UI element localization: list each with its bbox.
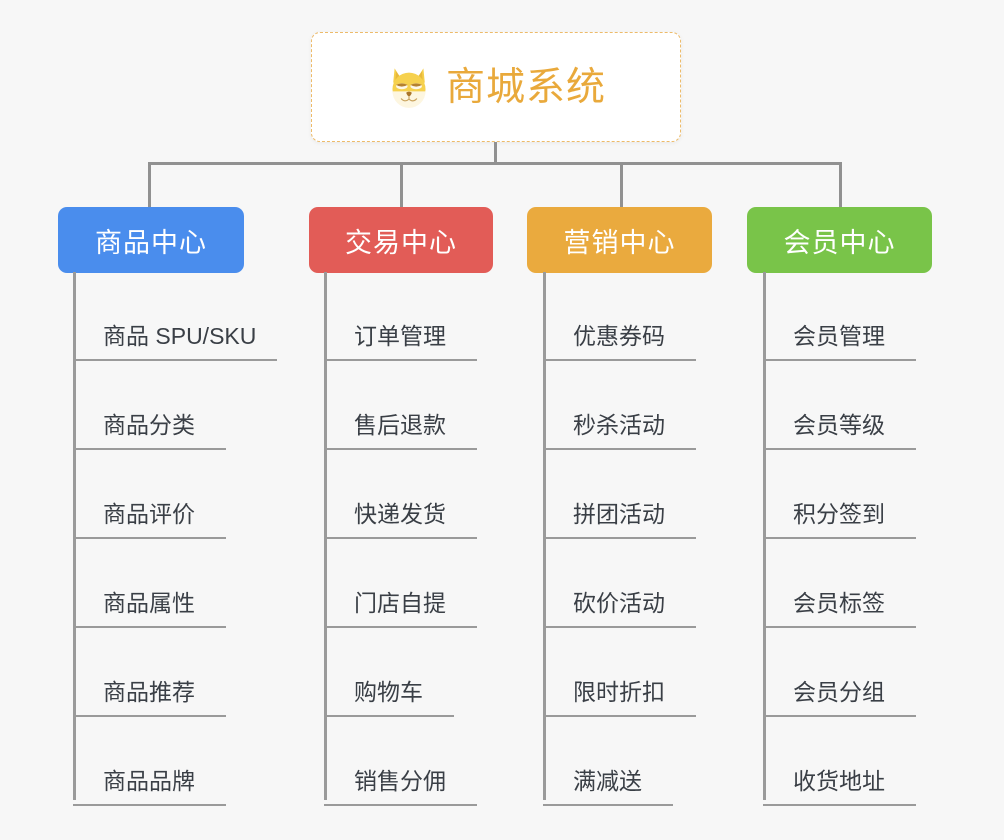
leaf-underline: [543, 626, 696, 628]
leaf-label: 优惠券码: [573, 322, 665, 349]
leaf-label: 商品品牌: [103, 767, 195, 794]
leaf-underline: [763, 448, 916, 450]
leaf-underline: [543, 715, 696, 717]
leaf-underline: [73, 359, 277, 361]
connector-bus: [148, 162, 842, 165]
leaf-label: 商品属性: [103, 589, 195, 616]
leaf-underline: [73, 804, 226, 806]
root-node[interactable]: 商城系统: [311, 32, 681, 142]
connector-drop-4: [839, 162, 842, 208]
leaf-underline: [324, 804, 477, 806]
leaf-underline: [763, 537, 916, 539]
leaf-label: 商品 SPU/SKU: [103, 322, 257, 349]
leaf-label: 销售分佣: [354, 767, 446, 794]
leaf-label: 秒杀活动: [573, 411, 665, 438]
leaf-label: 商品评价: [103, 500, 195, 527]
root-title: 商城系统: [445, 65, 606, 109]
leaf-underline: [324, 448, 477, 450]
leaf-underline: [324, 626, 477, 628]
column-header-trade[interactable]: 交易中心: [309, 207, 493, 273]
leaf-underline: [73, 626, 226, 628]
leaf-label: 购物车: [354, 678, 423, 705]
leaf-label: 会员分组: [793, 678, 885, 705]
connector-drop-3: [620, 162, 623, 208]
connector-drop-2: [400, 162, 403, 208]
shiba-dog-face-icon: [392, 68, 426, 108]
leaf-label: 门店自提: [354, 589, 446, 616]
leaf-underline: [763, 715, 916, 717]
leaf-label: 会员管理: [793, 322, 885, 349]
leaf-label: 积分签到: [793, 500, 885, 527]
connector-root-stem: [494, 142, 497, 164]
leaf-underline: [324, 715, 454, 717]
leaf-label: 会员标签: [793, 589, 885, 616]
leaf-underline: [73, 537, 226, 539]
leaf-label: 商品推荐: [103, 678, 195, 705]
column-header-product[interactable]: 商品中心: [58, 207, 244, 273]
leaf-label: 会员等级: [793, 411, 885, 438]
leaf-label: 满减送: [573, 767, 642, 794]
column-header-marketing[interactable]: 营销中心: [527, 207, 712, 273]
leaf-underline: [543, 359, 696, 361]
leaf-underline: [73, 715, 226, 717]
leaf-underline: [543, 448, 696, 450]
leaf-label: 收货地址: [793, 767, 885, 794]
column-header-member[interactable]: 会员中心: [747, 207, 932, 273]
leaf-underline: [324, 537, 477, 539]
leaf-label: 售后退款: [354, 411, 446, 438]
leaf-label: 限时折扣: [573, 678, 665, 705]
leaf-label: 订单管理: [354, 322, 446, 349]
column-trunk-line: [543, 272, 546, 800]
column-trunk-line: [73, 272, 76, 800]
leaf-underline: [543, 804, 673, 806]
leaf-underline: [763, 359, 916, 361]
leaf-label: 快递发货: [354, 500, 446, 527]
leaf-label: 商品分类: [103, 411, 195, 438]
connector-drop-1: [148, 162, 151, 208]
leaf-label: 砍价活动: [573, 589, 665, 616]
leaf-underline: [763, 626, 916, 628]
column-trunk-line: [324, 272, 327, 800]
column-trunk-line: [763, 272, 766, 800]
leaf-underline: [73, 448, 226, 450]
leaf-label: 拼团活动: [573, 500, 665, 527]
leaf-underline: [543, 537, 696, 539]
leaf-underline: [324, 359, 477, 361]
leaf-underline: [763, 804, 916, 806]
